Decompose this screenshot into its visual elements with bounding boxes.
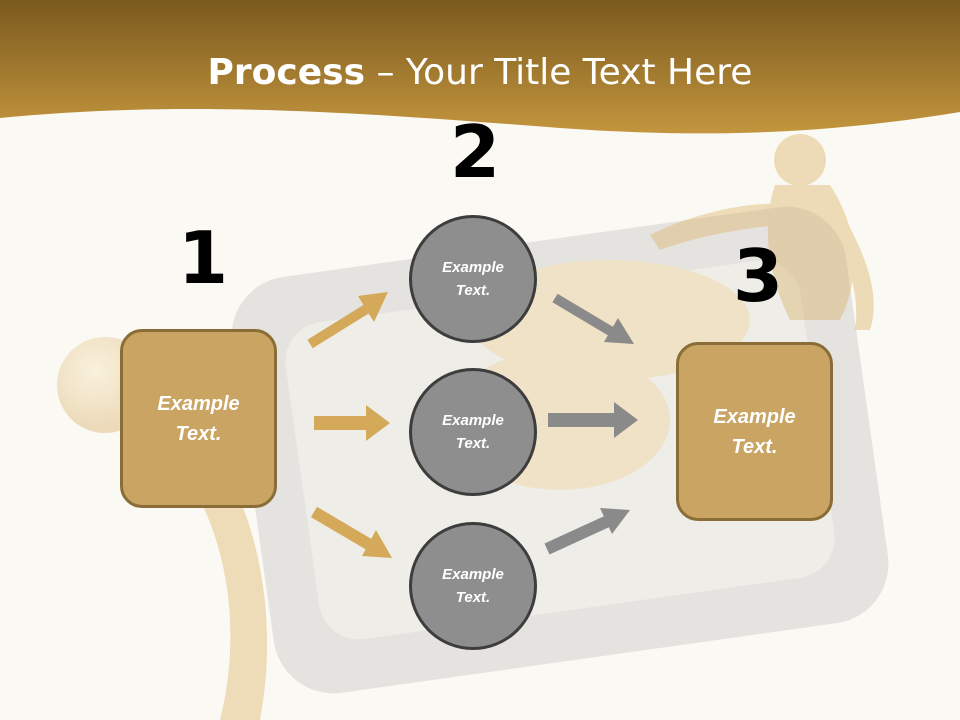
step-2-circle-top: Example Text. (409, 215, 537, 343)
arrow-circle-bottom-to-3 (544, 508, 630, 555)
step-number-2: 2 (450, 110, 501, 194)
arrow-1-to-circle-bottom (310, 506, 392, 558)
step-3-box: Example Text. (676, 342, 833, 521)
step-2-circle-bottom: Example Text. (409, 522, 537, 650)
step-2-circle-middle: Example Text. (409, 368, 537, 496)
step-1-text: Example Text. (157, 392, 240, 445)
circle-bottom-text: Example Text. (442, 566, 504, 606)
slide-title: Process – Your Title Text Here (0, 52, 960, 93)
arrow-1-to-circle-top (307, 292, 388, 349)
arrow-circle-middle-to-3 (548, 402, 638, 438)
title-rest: – Your Title Text Here (365, 52, 753, 93)
step-number-3: 3 (733, 234, 784, 318)
circle-top-text: Example Text. (442, 259, 504, 299)
header-band (0, 0, 960, 134)
arrow-1-to-circle-middle (314, 405, 390, 441)
step-number-1: 1 (178, 216, 229, 300)
title-bold: Process (207, 52, 366, 93)
arrow-circle-top-to-3 (552, 293, 634, 344)
circle-middle-text: Example Text. (442, 412, 504, 452)
step-1-box: Example Text. (120, 329, 277, 508)
step-3-text: Example Text. (713, 405, 796, 458)
